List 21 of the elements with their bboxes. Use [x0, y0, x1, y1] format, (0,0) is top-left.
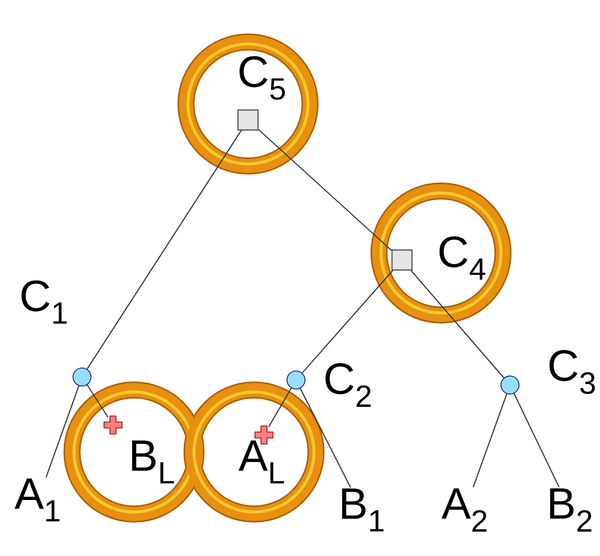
leaf-label: A$_{1}$ — [14, 478, 60, 522]
node-label: B$_{L}$ — [132, 440, 174, 484]
node-label: C$_{2}$ — [326, 363, 371, 407]
edge-line — [258, 129, 392, 251]
edge-line — [472, 394, 508, 488]
edge-line — [268, 388, 292, 428]
leaf-label: B$_{2}$ — [550, 488, 592, 532]
node-label: C$_{1}$ — [22, 280, 67, 324]
edge-line — [86, 384, 108, 418]
node-label: C$_{5}$ — [240, 56, 285, 100]
edge-line — [86, 130, 242, 370]
leaf-label: A$_{2}$ — [442, 488, 486, 532]
edge-line — [410, 270, 504, 378]
node-label: C$_{4}$ — [440, 236, 486, 280]
edge-line — [514, 393, 560, 488]
edge-line — [300, 388, 351, 488]
leaf-label: B$_{1}$ — [342, 488, 384, 532]
edge-line — [46, 386, 80, 478]
edge-line — [302, 270, 394, 374]
node-label: C$_{3}$ — [550, 350, 595, 394]
node-label: A$_{L}$ — [238, 440, 284, 484]
